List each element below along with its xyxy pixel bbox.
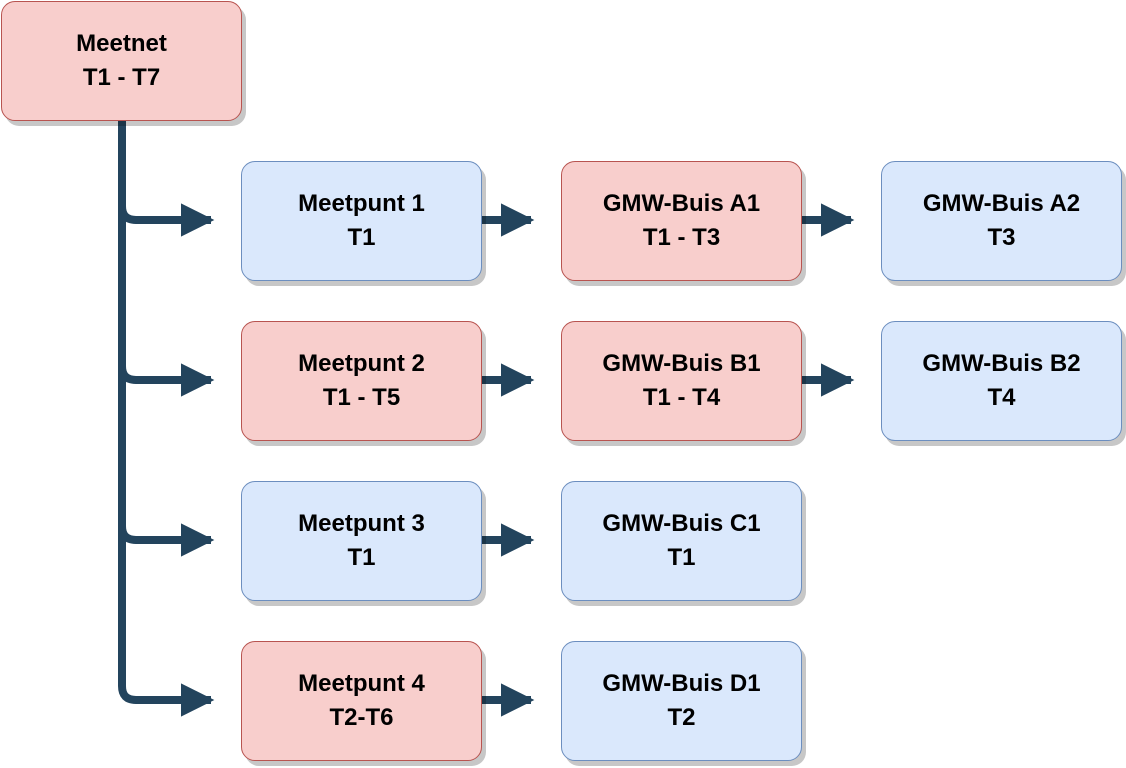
node-buis-d1-range: T2: [667, 704, 696, 731]
node-buis-a1-range: T1 - T3: [642, 224, 721, 251]
node-buis-b2[interactable]: GMW-Buis B2 T4: [881, 321, 1122, 441]
node-buis-c1-name: GMW-Buis C1: [602, 510, 761, 537]
node-meetpunt-2[interactable]: Meetpunt 2 T1 - T5: [241, 321, 482, 441]
node-meetpunt-4-range: T2-T6: [329, 704, 394, 731]
node-meetpunt-1-name: Meetpunt 1: [298, 190, 425, 217]
node-buis-b2-range: T4: [987, 384, 1016, 411]
node-buis-d1-name: GMW-Buis D1: [602, 670, 761, 697]
node-meetpunt-4-name: Meetpunt 4: [298, 670, 425, 697]
node-meetpunt-1-range: T1: [347, 224, 376, 251]
edge-meetnet-meetpunt1: [118, 120, 215, 237]
node-meetnet[interactable]: Meetnet T1 - T7: [1, 1, 242, 121]
node-buis-b1-range: T1 - T4: [642, 384, 721, 411]
node-buis-a1-name: GMW-Buis A1: [602, 190, 761, 217]
node-meetnet-range: T1 - T7: [82, 64, 161, 91]
node-buis-b1-name: GMW-Buis B1: [602, 350, 761, 377]
node-buis-c1[interactable]: GMW-Buis C1 T1: [561, 481, 802, 601]
node-buis-b1[interactable]: GMW-Buis B1 T1 - T4: [561, 321, 802, 441]
edge-meetnet-meetpunt2: [118, 120, 215, 397]
edge-meetnet-meetpunt4: [118, 120, 215, 717]
node-buis-a2-range: T3: [987, 224, 1016, 251]
node-buis-d1[interactable]: GMW-Buis D1 T2: [561, 641, 802, 761]
node-meetpunt-3[interactable]: Meetpunt 3 T1: [241, 481, 482, 601]
node-buis-a2-name: GMW-Buis A2: [922, 190, 1081, 217]
node-meetpunt-1[interactable]: Meetpunt 1 T1: [241, 161, 482, 281]
node-meetpunt-2-range: T1 - T5: [322, 384, 401, 411]
node-meetpunt-3-range: T1: [347, 544, 376, 571]
node-buis-a2[interactable]: GMW-Buis A2 T3: [881, 161, 1122, 281]
node-meetpunt-2-name: Meetpunt 2: [298, 350, 425, 377]
node-meetpunt-4[interactable]: Meetpunt 4 T2-T6: [241, 641, 482, 761]
node-meetpunt-3-name: Meetpunt 3: [298, 510, 425, 537]
node-buis-b2-name: GMW-Buis B2: [922, 350, 1081, 377]
edge-meetnet-meetpunt3: [118, 120, 215, 557]
node-meetnet-name: Meetnet: [76, 30, 167, 57]
node-buis-c1-range: T1: [667, 544, 696, 571]
node-buis-a1[interactable]: GMW-Buis A1 T1 - T3: [561, 161, 802, 281]
